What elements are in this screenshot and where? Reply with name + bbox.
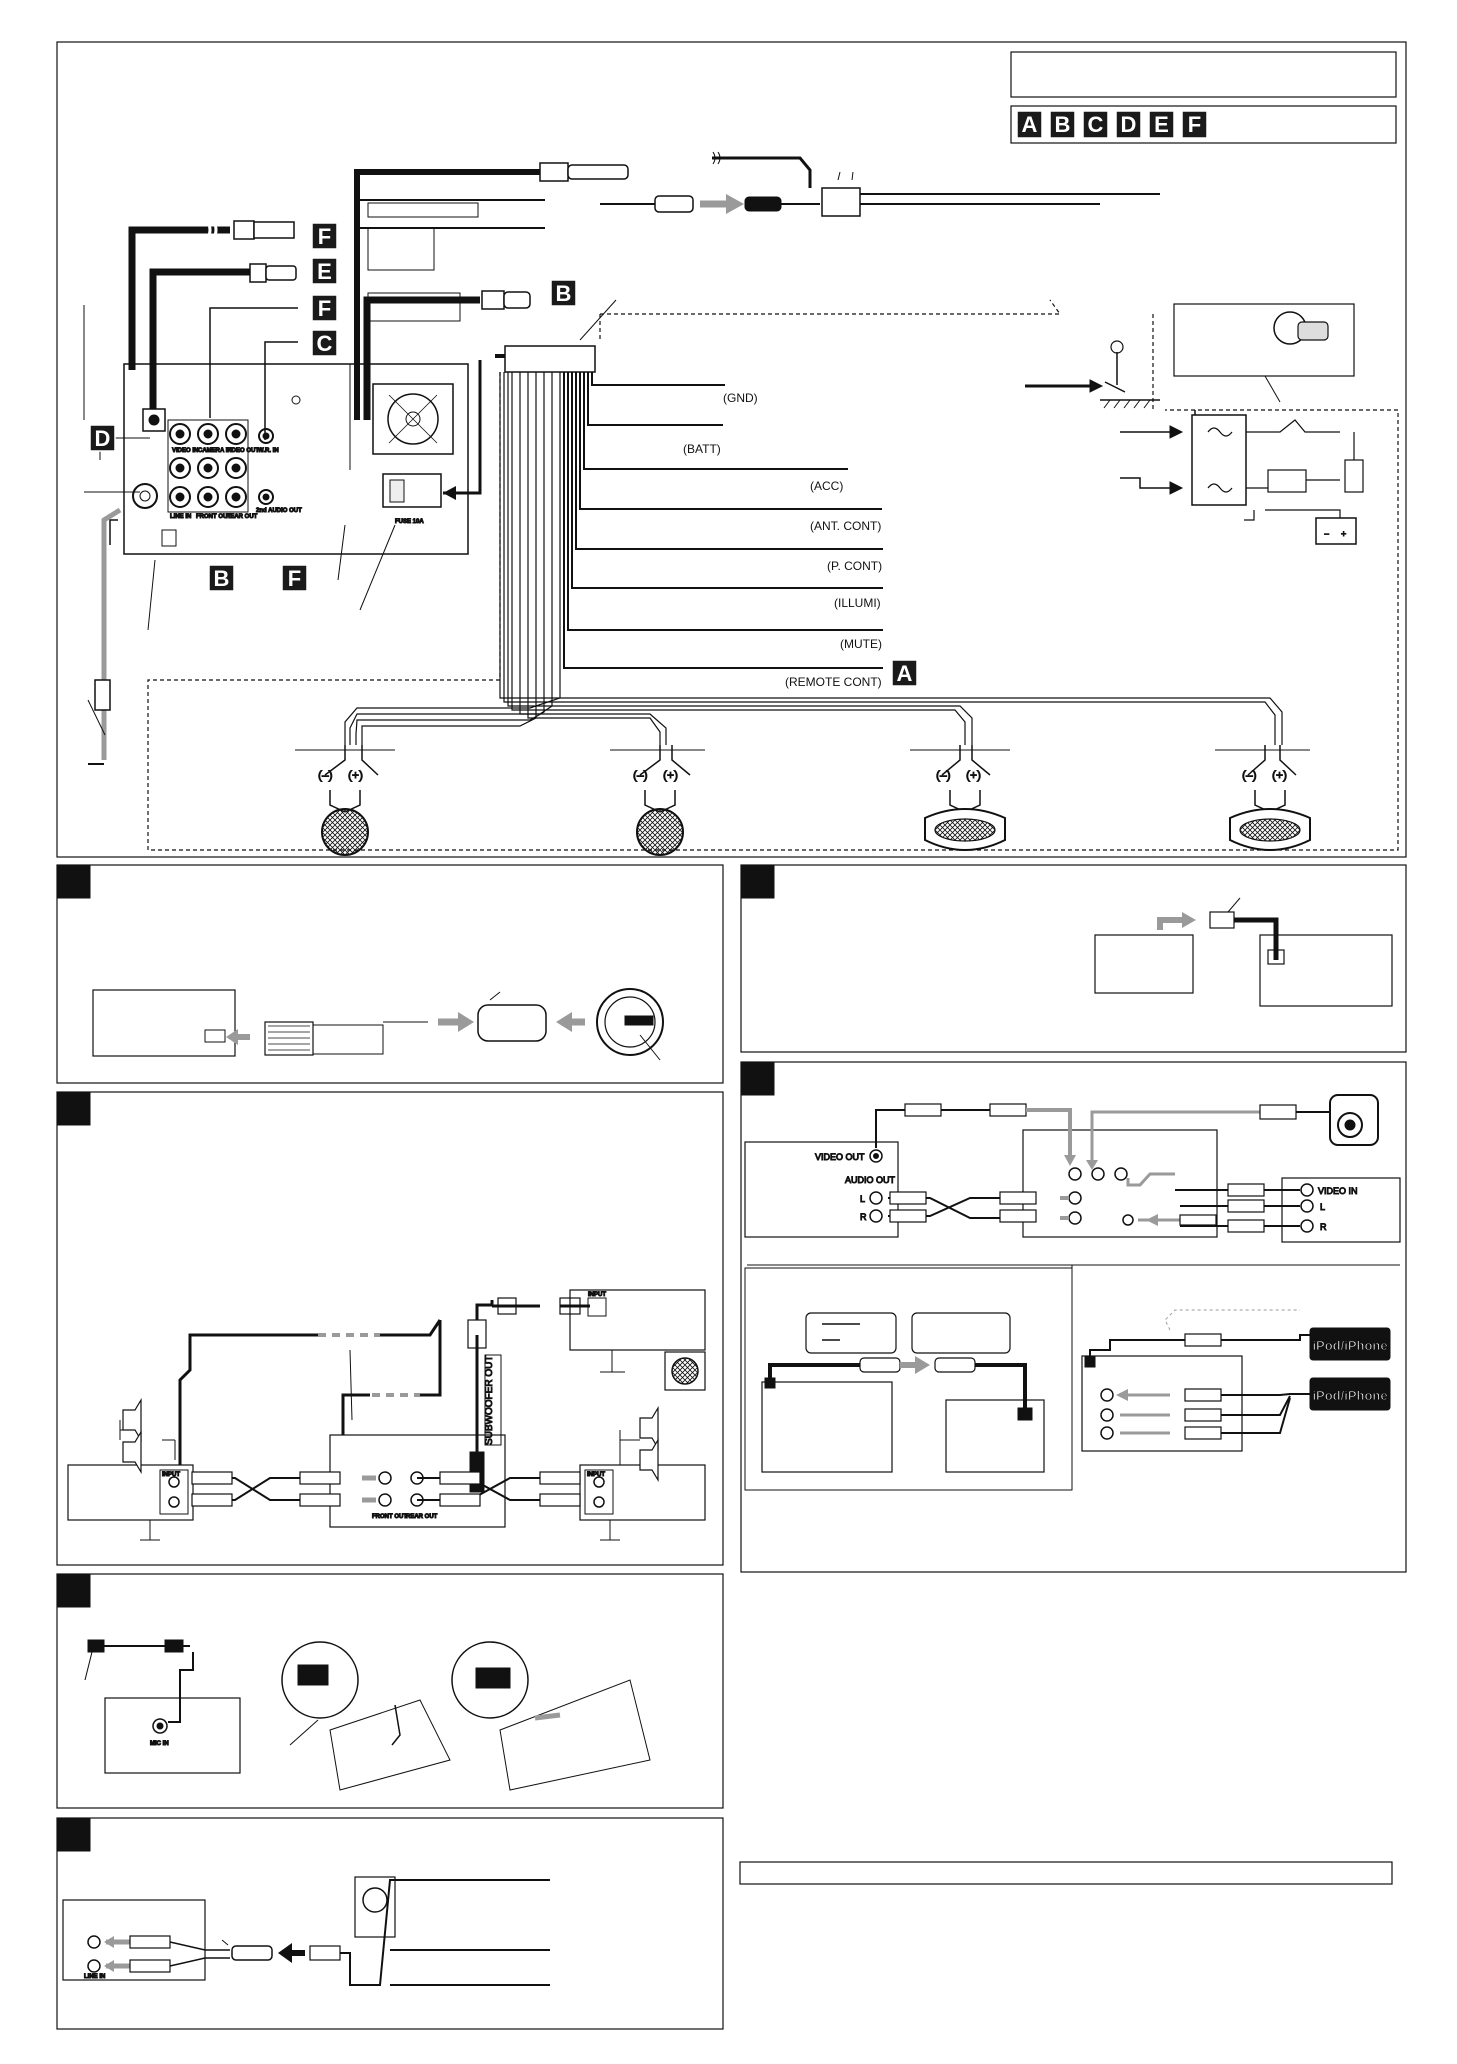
badge-c-label: C xyxy=(1088,112,1104,137)
badge-f-top: F xyxy=(318,224,331,249)
badge-legend-box xyxy=(1010,105,1397,144)
speaker-4-minus: (–) xyxy=(1242,768,1257,782)
camera-video-out-label: VIDEO OUT xyxy=(815,1152,865,1162)
camera-right-label: R xyxy=(860,1212,867,1222)
jack-video-out-label: VIDEO OUT xyxy=(226,448,259,454)
speaker-1-plus: (+) xyxy=(348,768,363,782)
camera-audio-out-label: AUDIO OUT xyxy=(845,1175,896,1185)
fuse-label: FUSE 10A xyxy=(395,519,424,525)
line-in-label: LINE IN xyxy=(84,1974,105,1980)
speaker-1: (–) (+) xyxy=(295,745,395,856)
ignition-schematic: − + xyxy=(1025,303,1364,545)
jack-line-in-label: LINE IN xyxy=(170,514,191,520)
jack-camera-in-label: CAMERA IN xyxy=(198,448,232,454)
speaker-2-plus: (+) xyxy=(663,768,678,782)
jack-rear-out-label: REAR OUT xyxy=(226,514,258,520)
title-box xyxy=(1010,51,1397,98)
badge-b-top: B xyxy=(556,281,572,306)
badge-a-wires: A xyxy=(897,661,913,686)
badge-e-top: E xyxy=(317,259,332,284)
wire-illumi-label: (ILLUMI) xyxy=(834,596,881,610)
battery-minus-label: − xyxy=(1324,529,1329,539)
panel-steering-remote xyxy=(56,864,724,1084)
speaker-2-minus: (–) xyxy=(633,768,648,782)
amp-center-front-out: FRONT OUT xyxy=(372,1514,407,1520)
wire-gnd-label: (GND) xyxy=(723,391,758,405)
wire-harness xyxy=(147,299,1399,851)
monitor-right-label: R xyxy=(1320,1222,1327,1232)
monitor-left-label: L xyxy=(1320,1202,1325,1212)
panel-camera: VIDEO OUT AUDIO OUT L R xyxy=(740,1061,1407,1573)
wire-batt-label: (BATT) xyxy=(683,442,721,456)
badge-c-left: C xyxy=(317,331,333,356)
jack-2nd-audio-out-label: 2nd AUDIO OUT xyxy=(256,508,302,514)
badge-f-bottom: F xyxy=(288,566,301,591)
amp-left-input: INPUT xyxy=(162,1472,180,1478)
monitor-video-in-label: VIDEO IN xyxy=(1318,1186,1358,1196)
wire-remote-cont-label: (REMOTE CONT) xyxy=(785,675,882,689)
main-diagram-frame xyxy=(56,41,1407,858)
rca-jack-grid xyxy=(169,395,301,508)
amp-right-input: INPUT xyxy=(587,1472,605,1478)
left-cables xyxy=(83,220,531,493)
badge-legend: A B C D E F xyxy=(1016,110,1208,139)
jack-front-out-label: FRONT OUT xyxy=(196,514,231,520)
battery-plus-label: + xyxy=(1341,529,1346,539)
speaker-3-plus: (+) xyxy=(966,768,981,782)
wire-labels: (GND) (BATT) (ACC) (ANT. CONT) (P. CONT)… xyxy=(683,391,882,689)
panel-microphone: MIC IN xyxy=(56,1573,724,1809)
main-unit-rear: VIDEO IN CAMERA IN VIDEO OUT LINE IN FRO… xyxy=(87,360,482,765)
camera-left-label: L xyxy=(860,1194,865,1204)
wire-ant-cont-label: (ANT. CONT) xyxy=(810,519,881,533)
speaker-2: (–) (+) xyxy=(610,745,705,856)
badge-d-label: D xyxy=(1121,112,1137,137)
badge-b-label: B xyxy=(1055,112,1071,137)
speaker-3: (–) (+) xyxy=(910,745,1010,851)
badge-d-left: D xyxy=(95,426,111,451)
badge-f-label: F xyxy=(1188,112,1201,137)
wire-acc-label: (ACC) xyxy=(810,479,843,493)
wire-mute-label: (MUTE) xyxy=(840,637,882,651)
speaker-4-plus: (+) xyxy=(1272,768,1287,782)
jack-video-in-label: VIDEO IN xyxy=(172,448,198,454)
left-badges: F E F C B D B F A xyxy=(89,222,918,687)
speaker-4: (–) (+) xyxy=(1215,745,1311,851)
mic-in-label: MIC IN xyxy=(150,1741,169,1747)
amp-center-rear-out: REAR OUT xyxy=(406,1514,438,1520)
badge-a-label: A xyxy=(1022,112,1038,137)
top-cables xyxy=(354,151,1160,420)
badge-e-label: E xyxy=(1154,112,1169,137)
panel-amplifier: INPUT FRONT OUT REAR OUT SUBWOOFER OUT xyxy=(56,1091,724,1566)
panel-line-in: LINE IN xyxy=(56,1817,724,2030)
sub-amp-input: INPUT xyxy=(588,1292,606,1298)
ipod-device-2-label: iPod/iPhone xyxy=(1312,1388,1387,1403)
wire-p-cont-label: (P. CONT) xyxy=(827,559,882,573)
jack-wr-in-label: W.R. IN xyxy=(258,448,279,454)
badge-b-bottom: B xyxy=(214,566,230,591)
subwoofer-out-label: SUBWOOFER OUT xyxy=(484,1356,495,1445)
note-box xyxy=(739,1861,1393,1885)
speakers: (–) (+) (–) (+) (–) (+) (–) (+ xyxy=(295,745,1311,856)
panel-wired-remote xyxy=(740,864,1407,1053)
badge-f-mid: F xyxy=(318,296,331,321)
speaker-3-minus: (–) xyxy=(936,768,951,782)
speaker-1-minus: (–) xyxy=(318,768,333,782)
ipod-device-1-label: iPod/iPhone xyxy=(1312,1338,1387,1353)
